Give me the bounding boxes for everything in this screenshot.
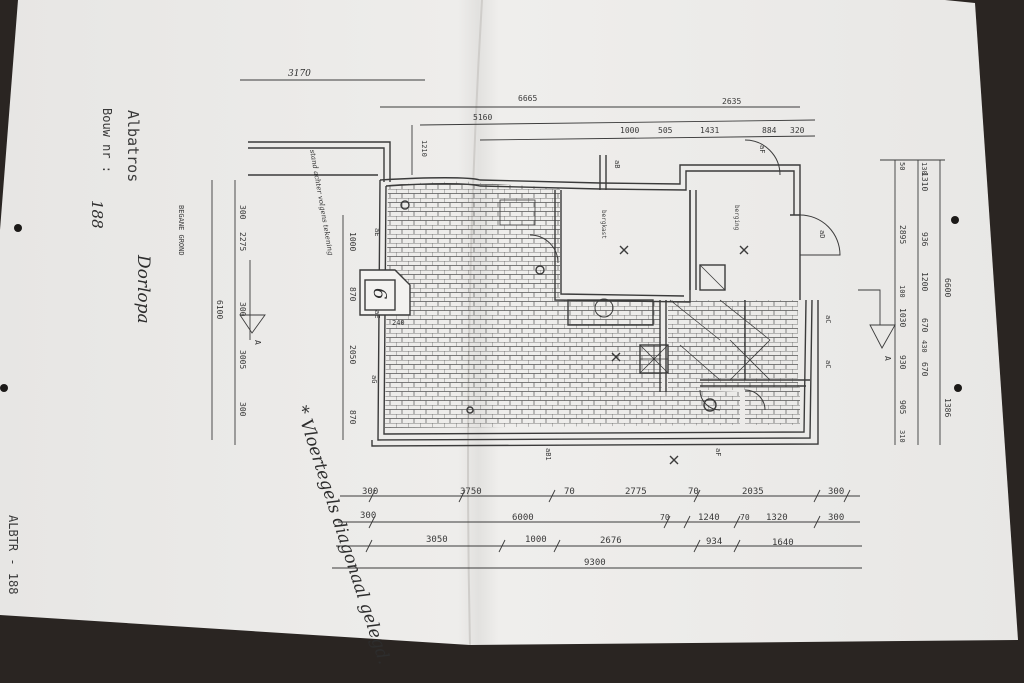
sheet-code: ALBTR - 188	[6, 515, 20, 594]
room-code: aB1	[544, 448, 552, 461]
room-label: berging	[733, 205, 740, 231]
dim-bottom-r2: 70	[740, 513, 750, 522]
drawing-title: Albatros	[124, 110, 142, 182]
dim-right: 50	[898, 162, 906, 170]
dim-left: 1000	[348, 232, 357, 251]
dim-right: 1030	[898, 308, 907, 327]
dim-right: 905	[898, 400, 907, 415]
dim-left: 300	[238, 205, 247, 220]
dim-bottom-r1: 300	[362, 487, 378, 497]
dim-top-1000: 1000	[620, 126, 639, 135]
dim-left: 240	[392, 319, 405, 327]
dim-top-884: 884	[762, 126, 777, 135]
begane-grond-label: BEGANE GROND	[177, 205, 185, 256]
dim-bottom-r2: 70	[660, 513, 670, 522]
dim-left: 870	[348, 410, 357, 425]
dim-bottom-r1: 70	[688, 487, 699, 497]
signature: Dorlopa	[133, 254, 153, 324]
dim-bottom-r3: 3050	[426, 535, 448, 545]
bouw-label: Bouw nr :	[100, 108, 114, 173]
dim-right: 670	[920, 318, 929, 333]
dim-top-5160: 5160	[473, 113, 492, 122]
dim-right: 930	[898, 355, 907, 370]
binder-hole	[954, 384, 962, 392]
dim-left: 6100	[215, 300, 224, 319]
dim-left: 300	[238, 402, 247, 417]
dim-bottom-r2: 1320	[766, 513, 788, 523]
dim-1210: 1210	[420, 140, 428, 157]
room-code: aD	[818, 230, 826, 238]
room-label: 6	[369, 288, 390, 299]
binder-hole	[951, 216, 959, 224]
section-mark: A	[883, 356, 892, 361]
room-code: aC	[824, 315, 832, 323]
dim-right: 430	[920, 340, 928, 353]
dim-right: 1310	[920, 172, 929, 191]
room-code: aE	[373, 310, 381, 318]
dim-bottom-r1: 3750	[460, 487, 482, 497]
room-code: aG	[370, 375, 378, 383]
room-code: aF	[714, 448, 722, 456]
dim-top-2635: 2635	[722, 97, 741, 106]
dim-bottom-r2: 300	[360, 511, 376, 521]
dim-top-3170: 3170	[288, 69, 311, 79]
dim-right: 100	[898, 285, 906, 298]
dim-left: 2050	[348, 345, 357, 364]
room-code: aE	[373, 228, 381, 236]
dim-right: 130	[920, 162, 928, 175]
dim-right: 310	[898, 430, 906, 443]
binder-hole	[0, 384, 8, 392]
room-code: aF	[758, 145, 766, 153]
dim-bottom-r3: 1640	[772, 538, 794, 548]
dim-bottom-r1: 2035	[742, 487, 764, 497]
dim-right: 670	[920, 362, 929, 377]
dim-bottom-total: 9300	[584, 558, 606, 568]
dim-top-505: 505	[658, 126, 673, 135]
dim-right: 1386	[943, 398, 952, 417]
bouw-number: 188	[88, 200, 106, 229]
room-label: bergkast	[600, 210, 607, 239]
room-code: aC	[824, 360, 832, 368]
floor-plan-drawing	[248, 139, 841, 465]
dim-bottom-r2: 1240	[698, 513, 720, 523]
dim-top-6665: 6665	[518, 94, 537, 103]
dim-left: 300	[238, 302, 247, 317]
binder-hole	[14, 224, 22, 232]
dim-right: 1200	[920, 272, 929, 291]
dim-bottom-r2: 6000	[512, 513, 534, 523]
dim-left: 3005	[238, 350, 247, 369]
dim-bottom-r2: 300	[828, 513, 844, 523]
dim-top-320: 320	[790, 126, 805, 135]
dim-bottom-r1: 70	[564, 487, 575, 497]
dim-right: 2895	[898, 225, 907, 244]
room-code: aB	[613, 160, 621, 168]
dim-left: 2275	[238, 232, 247, 251]
dim-bottom-r3: 934	[706, 537, 722, 547]
dim-bottom-r1: 2775	[625, 487, 647, 497]
dim-right: 6600	[943, 278, 952, 297]
dim-top-1431: 1431	[700, 126, 719, 135]
dimension-lines	[211, 79, 945, 569]
dim-right: 936	[920, 232, 929, 247]
dim-bottom-r3: 2676	[600, 536, 622, 546]
section-mark: A	[253, 340, 262, 345]
dim-left: 870	[348, 287, 357, 302]
dim-bottom-r1: 300	[828, 487, 844, 497]
dim-bottom-r3: 1000	[525, 535, 547, 545]
